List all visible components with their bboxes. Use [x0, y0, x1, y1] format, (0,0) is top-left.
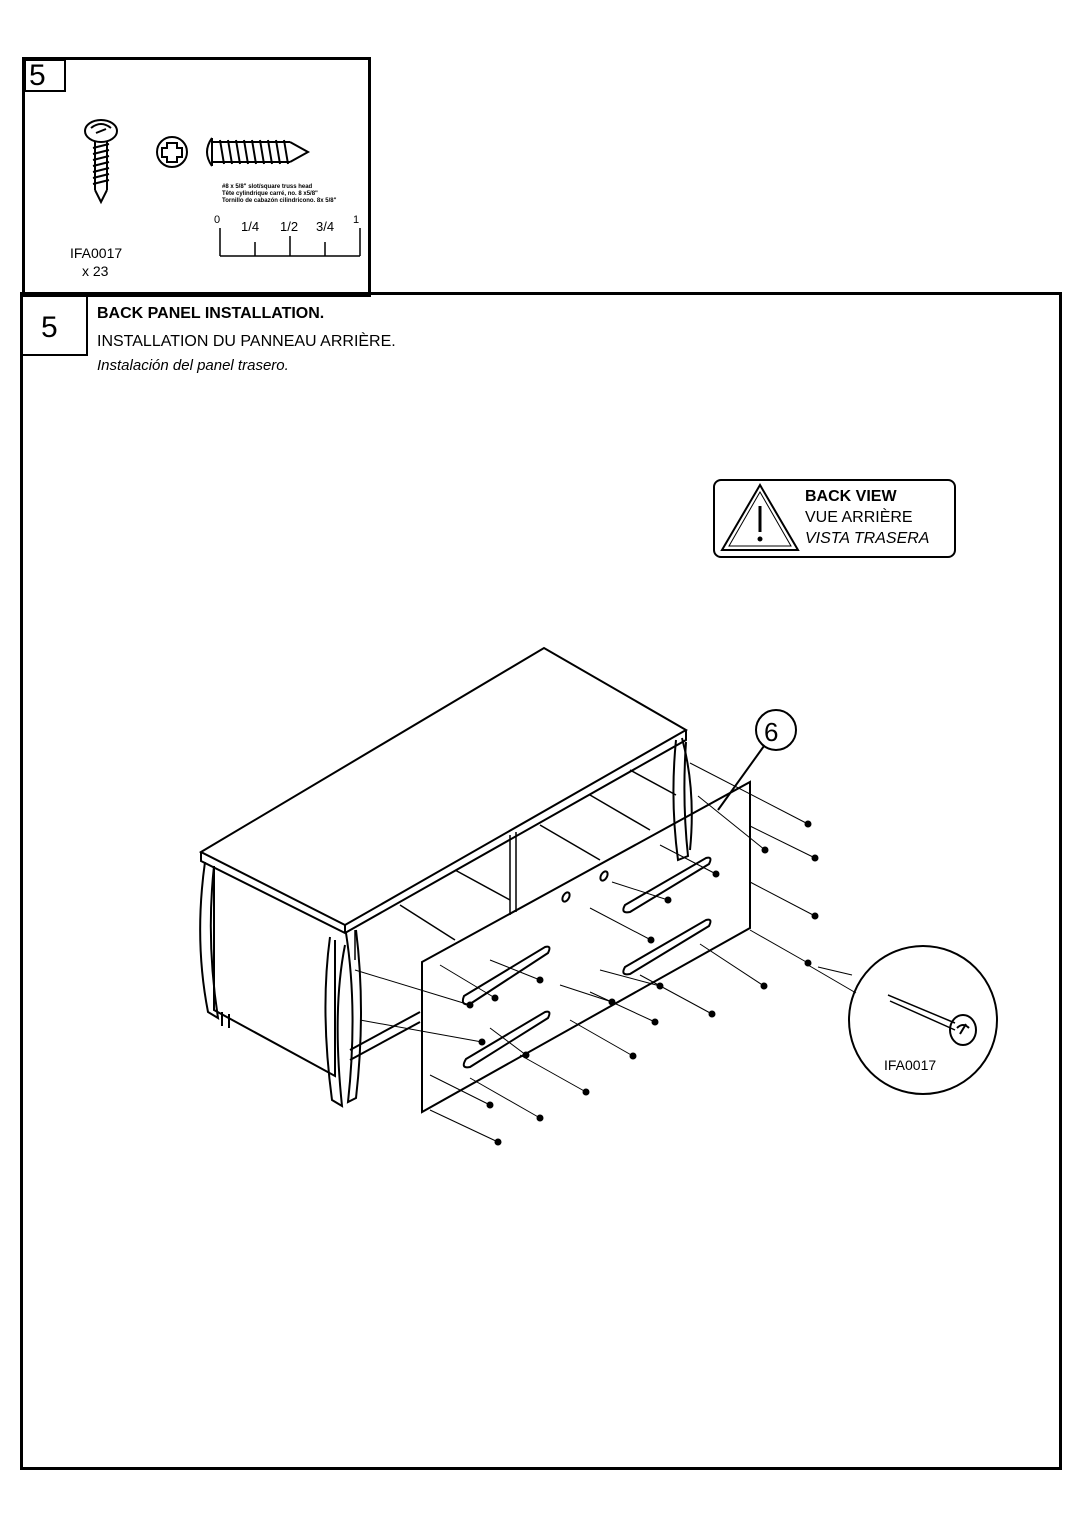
- step-number: 5: [41, 311, 58, 344]
- detail-part-code: IFA0017: [884, 1057, 937, 1073]
- screw-dot: [629, 1052, 637, 1060]
- screw-dot: [712, 870, 720, 878]
- screw-dot: [664, 896, 672, 904]
- step-box: [20, 292, 1062, 1470]
- tv-stand-top: [198, 646, 689, 935]
- ruler-label-0: 0: [214, 214, 221, 226]
- ruler-label-quarter: 1/4: [241, 219, 260, 234]
- screw-dot: [804, 959, 812, 967]
- phillips-head-icon: [156, 136, 188, 168]
- ruler-label-three-quarter: 3/4: [316, 219, 335, 234]
- hardware-box: [22, 57, 371, 297]
- hardware-step-badge: [24, 59, 66, 92]
- hardware-quantity: x 23: [82, 263, 109, 279]
- warning-text-en: BACK VIEW: [805, 488, 897, 505]
- ruler-icon: [219, 228, 361, 257]
- screw-dot: [494, 1138, 502, 1146]
- screw-dot: [486, 1101, 494, 1109]
- screw-dot: [760, 982, 768, 990]
- screw-description-en: #8 x 5/8" slot/square truss head: [222, 184, 313, 190]
- screw-dot: [582, 1088, 590, 1096]
- screw-dot: [536, 1114, 544, 1122]
- back-panel: [421, 780, 751, 1114]
- tv-stand-left-side: [199, 861, 421, 1108]
- screw-dot: [466, 1001, 474, 1009]
- screw-description: #8 x 5/8" slot/square truss head Tête cy…: [222, 184, 362, 205]
- tv-stand-interior: [354, 769, 677, 960]
- screw-dot: [647, 936, 655, 944]
- warning-text-fr: VUE ARRIÈRE: [805, 509, 913, 526]
- screw-dot: [656, 982, 664, 990]
- hardware-part-code: IFA0017: [70, 245, 123, 261]
- back-view-warning: [713, 479, 956, 558]
- screw-dot: [536, 976, 544, 984]
- step-title-en: BACK PANEL INSTALLATION.: [97, 305, 325, 322]
- screw-dot: [804, 820, 812, 828]
- screw-guides: [354, 762, 819, 1146]
- warning-text-es: VISTA TRASERA: [805, 530, 930, 547]
- screw-dot: [811, 854, 819, 862]
- step-title-es: Instalación del panel trasero.: [97, 357, 289, 374]
- screw-dot: [811, 912, 819, 920]
- part-callout: [717, 709, 797, 811]
- screw-description-fr: Tête cylindrique carré, no. 8 x5/8": [222, 191, 318, 197]
- screw-dot: [478, 1038, 486, 1046]
- tv-stand-right-leg: [672, 737, 693, 862]
- warning-triangle-icon: [720, 483, 800, 551]
- screw-description-es: Tornillo de cabazón cilindricono. 8x 5/8…: [222, 198, 337, 204]
- step-number-badge: [22, 294, 88, 356]
- screw-dot: [651, 1018, 659, 1026]
- step-title-fr: INSTALLATION DU PANNEAU ARRIÈRE.: [97, 333, 396, 350]
- part-callout-number: 6: [764, 717, 779, 747]
- ruler-label-1: 1: [353, 214, 360, 226]
- screw-dot: [491, 994, 499, 1002]
- ruler-label-half: 1/2: [280, 219, 299, 234]
- screw-dot: [608, 998, 616, 1006]
- hardware-step-number: 5: [29, 59, 46, 92]
- screw-horizontal-icon: [206, 137, 311, 167]
- screw-vertical-icon: [84, 119, 118, 205]
- detail-callout: [807, 945, 998, 1095]
- screw-dot: [761, 846, 769, 854]
- screw-dot: [708, 1010, 716, 1018]
